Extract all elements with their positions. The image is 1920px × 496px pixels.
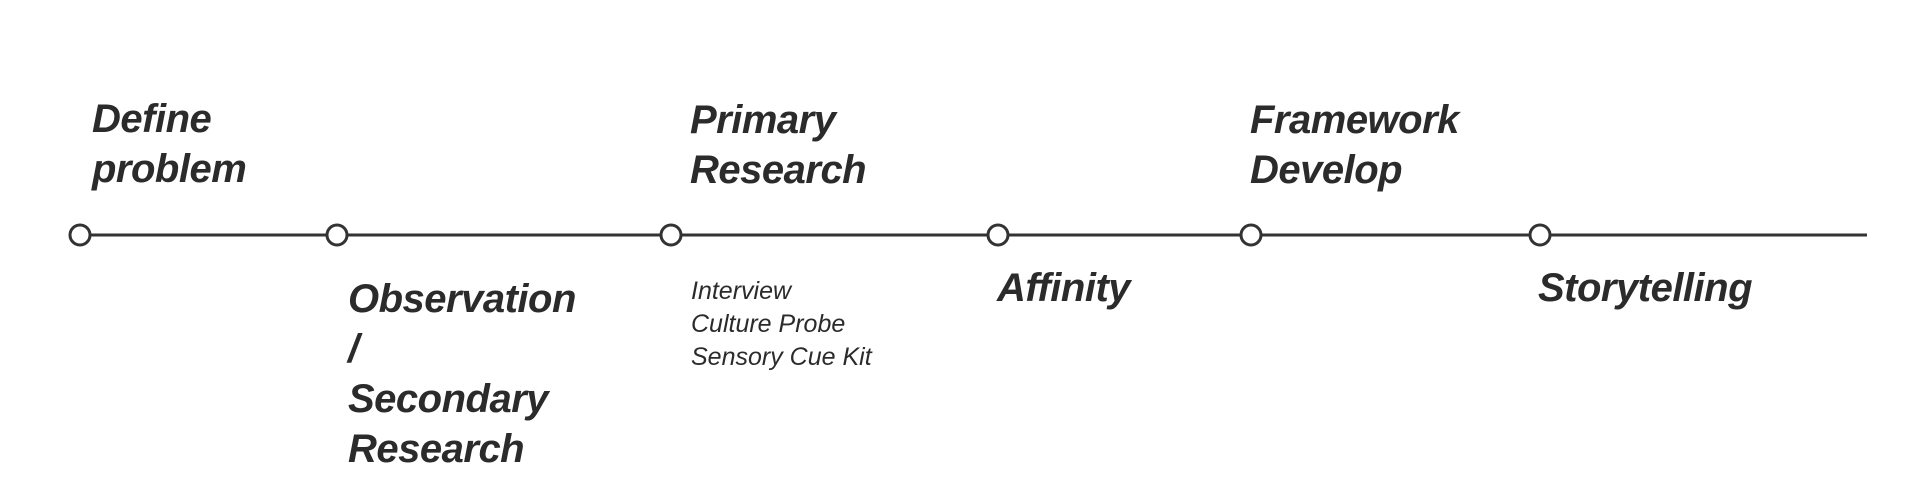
timeline-node-4 — [986, 223, 1010, 247]
timeline-node-5 — [1239, 223, 1263, 247]
method-item-interview: Interview — [691, 277, 792, 305]
stage-label-primary-research: Primary Research — [690, 98, 867, 192]
stage-label-observation-secondary-research: Observation / Secondary Research — [348, 277, 576, 471]
method-item-sensory-cue-kit: Sensory Cue Kit — [691, 343, 872, 371]
stage-label-storytelling: Storytelling — [1538, 266, 1753, 310]
stage-label-affinity: Affinity — [997, 266, 1131, 310]
primary-research-methods-list: Interview Culture Probe Sensory Cue Kit — [691, 275, 872, 374]
timeline-node-1 — [68, 223, 92, 247]
stage-label-framework-develop: Framework Develop — [1250, 98, 1459, 192]
stage-label-define-problem: Define problem — [92, 97, 247, 191]
timeline-nodes — [68, 223, 1552, 247]
method-item-culture-probe: Culture Probe — [691, 310, 846, 338]
timeline-node-2 — [325, 223, 349, 247]
timeline-node-6 — [1528, 223, 1552, 247]
timeline-node-3 — [659, 223, 683, 247]
